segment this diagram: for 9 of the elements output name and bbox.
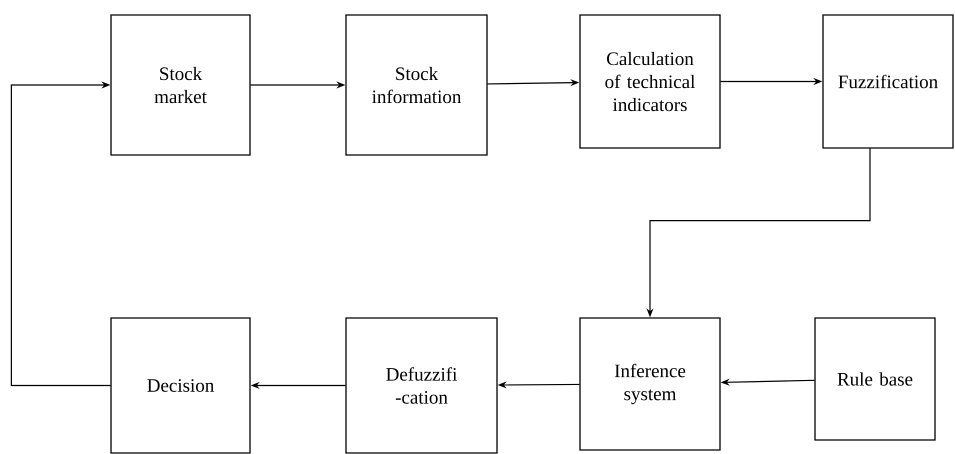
process-box: Inference system [579,317,721,451]
process-box: Defuzzifi -cation [345,317,498,454]
process-box: Decision [110,317,251,454]
process-box: Rule base [814,317,936,441]
process-box: Fuzzification [822,14,954,149]
process-box: Calculation of technical indicators [579,14,721,149]
process-box: Stock information [345,14,488,156]
process-box: Stock market [110,14,251,156]
arrow [10,81,110,386]
